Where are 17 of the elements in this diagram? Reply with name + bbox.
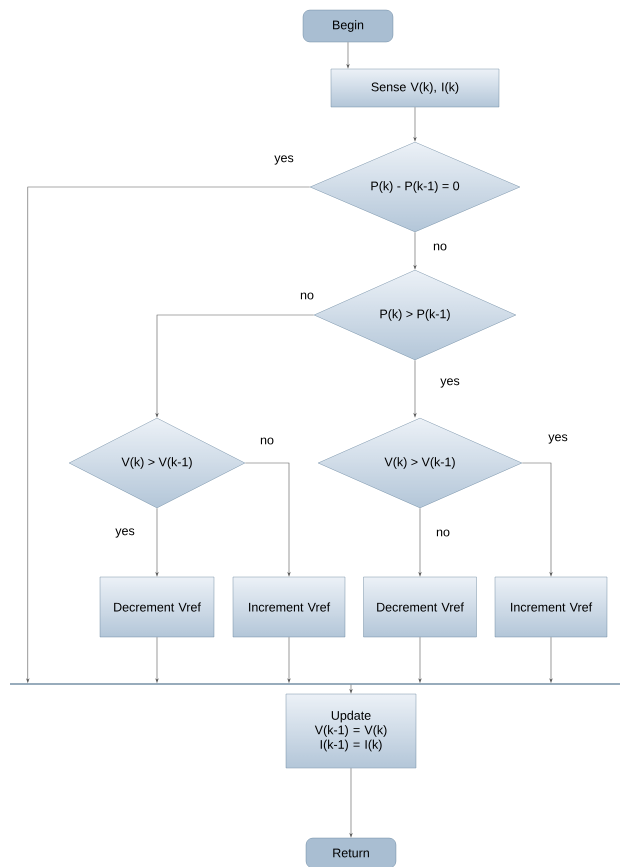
edge-label: no — [432, 242, 448, 252]
terminal-box: Begin — [302, 10, 394, 42]
process-box: Increment Vref — [494, 576, 608, 638]
bus-line — [10, 683, 620, 685]
process-box: Decrement Vref — [100, 576, 214, 638]
process-box: Increment Vref — [232, 576, 346, 638]
edge-label: yes — [114, 527, 136, 539]
process-box: Update V(k-1) = V(k) I(k-1) = I(k) — [286, 694, 416, 768]
edge-label: yes — [273, 154, 295, 166]
edge-label: no — [435, 528, 451, 538]
edge-label: yes — [439, 377, 461, 389]
edge-label: yes — [547, 433, 569, 445]
edge-label: no — [299, 292, 315, 300]
edge-label: no — [259, 436, 275, 446]
process-box: Decrement Vref — [363, 576, 477, 638]
terminal-box: Return — [306, 838, 396, 867]
process-box: Sense V(k), I(k) — [330, 68, 500, 108]
